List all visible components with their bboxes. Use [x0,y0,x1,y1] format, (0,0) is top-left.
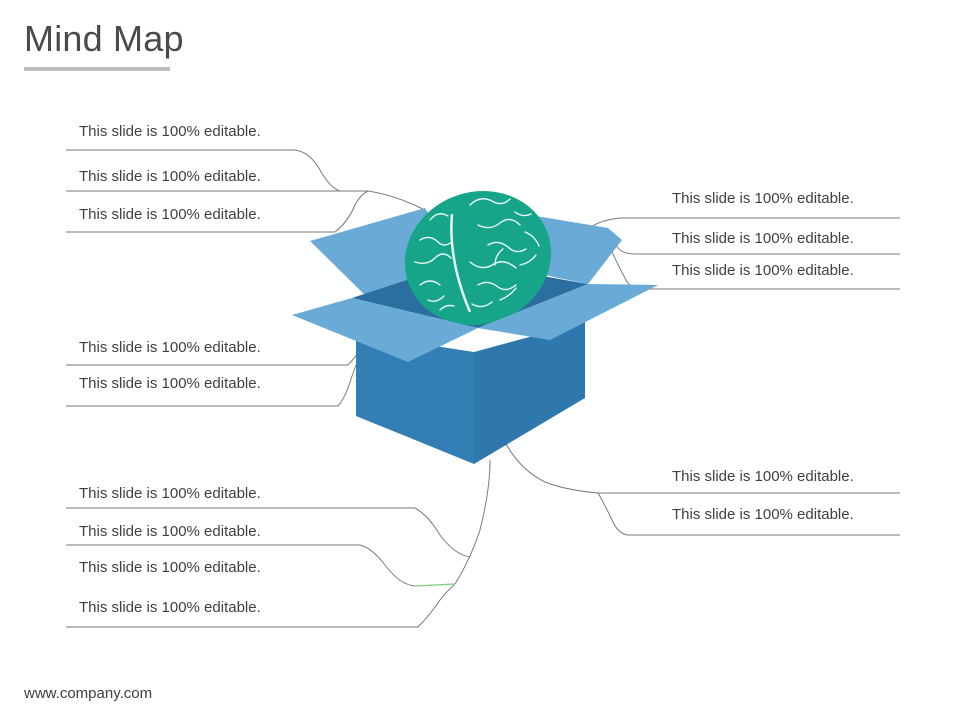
left-label-8: This slide is 100% editable. [79,559,261,576]
box-front-group [292,284,658,464]
left-label-1: This slide is 100% editable. [79,123,261,140]
connector-left-5 [66,359,359,407]
box-front-right-flap [478,284,658,340]
box-front-right [474,322,585,464]
connector-left-9 [66,583,456,628]
connector-right-1 [589,217,900,229]
box-front-left-flap [292,298,478,362]
connector-left-3 [66,190,369,233]
left-label-6: This slide is 100% editable. [79,485,261,502]
right-label-2: This slide is 100% editable. [672,230,854,247]
brain-icon [404,191,552,325]
right-label-1: This slide is 100% editable. [672,190,854,207]
title-underline [24,67,170,71]
left-label-9: This slide is 100% editable. [79,599,261,616]
left-label-7: This slide is 100% editable. [79,523,261,540]
connector-left-1 [66,149,426,211]
left-label-3: This slide is 100% editable. [79,206,261,223]
connector-left-7 [66,544,416,587]
footer-url: www.company.com [24,685,153,702]
connector-bottom-trunk [454,459,491,585]
left-label-4: This slide is 100% editable. [79,339,261,356]
left-label-2: This slide is 100% editable. [79,168,261,185]
right-label-3: This slide is 100% editable. [672,262,854,279]
connector-left-6 [66,507,471,558]
connector-left-8 [414,583,456,587]
connector-right-5 [597,492,900,536]
box-front-left [356,334,474,464]
right-label-5: This slide is 100% editable. [672,506,854,523]
left-label-5: This slide is 100% editable. [79,375,261,392]
connector-right-4 [504,441,900,494]
right-label-4: This slide is 100% editable. [672,468,854,485]
page-title: Mind Map [24,18,184,59]
